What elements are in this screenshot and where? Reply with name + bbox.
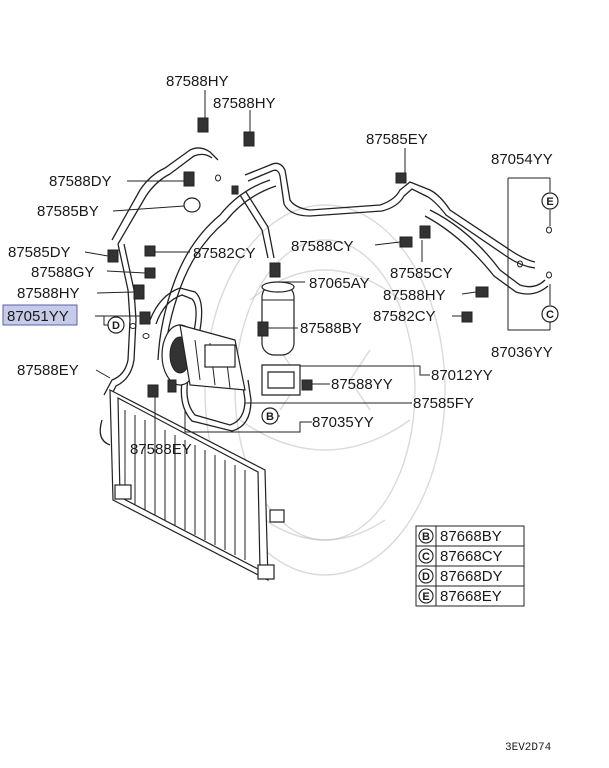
label-87585fy[interactable]: 87585FY <box>413 395 474 412</box>
legend-letter: C <box>422 551 430 563</box>
label-87588by[interactable]: 87588BY <box>300 320 362 337</box>
label-87588cy[interactable]: 87588CY <box>291 238 354 255</box>
label-87065ay[interactable]: 87065AY <box>309 275 370 292</box>
legend-part-number[interactable]: 87668DY <box>440 568 503 585</box>
legend-letter: B <box>422 531 430 543</box>
legend-part-number[interactable]: 87668BY <box>440 528 502 545</box>
compressor <box>161 324 246 391</box>
watermark-emblem <box>204 204 446 576</box>
label-87588ey-bottom[interactable]: 87588EY <box>130 441 192 458</box>
label-87588yy[interactable]: 87588YY <box>331 376 393 393</box>
label-87585ey[interactable]: 87585EY <box>366 131 428 148</box>
refrigerant-lines <box>103 147 549 432</box>
leader-lines <box>84 90 551 440</box>
label-87588hy-upper[interactable]: 87588HY <box>213 95 276 112</box>
legend-circle-marker <box>418 528 434 544</box>
receiver-drier <box>261 281 295 356</box>
legend-part-number[interactable]: 87668CY <box>440 548 503 565</box>
svg-text:B: B <box>266 411 274 423</box>
fittings <box>107 117 552 398</box>
circle-marker-d: D <box>107 316 125 334</box>
label-87588hy-left[interactable]: 87588HY <box>17 285 80 302</box>
circle-marker-c: C <box>541 305 559 323</box>
drier-bracket <box>261 364 301 396</box>
part-labels: 87588HY 87588HY 87585EY 87054YY 87588DY … <box>2 73 553 458</box>
label-87036yy[interactable]: 87036YY <box>491 344 553 361</box>
label-87585by[interactable]: 87585BY <box>37 203 99 220</box>
label-87585dy[interactable]: 87585DY <box>8 244 71 261</box>
svg-text:D: D <box>112 320 120 332</box>
label-87012yy[interactable]: 87012YY <box>431 367 493 384</box>
label-87054yy[interactable]: 87054YY <box>491 151 553 168</box>
legend-circle-marker <box>418 568 434 584</box>
circle-marker-e: E <box>541 192 559 210</box>
label-87588hy-right[interactable]: 87588HY <box>383 287 446 304</box>
label-87035yy[interactable]: 87035YY <box>312 414 374 431</box>
condenser <box>99 389 285 581</box>
label-87588gy[interactable]: 87588GY <box>31 264 94 281</box>
diagram-code: 3EV2D74 <box>505 742 552 754</box>
legend-letter: D <box>422 571 430 583</box>
circle-marker-b: B <box>261 407 279 425</box>
legend-circle-marker <box>418 548 434 564</box>
label-87582cy-upper[interactable]: 87582CY <box>193 245 256 262</box>
label-87051yy[interactable]: 87051YY <box>7 308 69 325</box>
legend-letter: E <box>422 591 429 603</box>
label-87588ey-left[interactable]: 87588EY <box>17 362 79 379</box>
svg-text:C: C <box>546 309 554 321</box>
svg-text:E: E <box>546 196 553 208</box>
label-87588hy-top[interactable]: 87588HY <box>166 73 229 90</box>
label-87585cy[interactable]: 87585CY <box>390 265 453 282</box>
legend-table: B 87668BY C 87668CY D 87668DY E 87668EY <box>415 525 525 607</box>
label-87582cy-lower[interactable]: 87582CY <box>373 308 436 325</box>
legend-part-number[interactable]: 87668EY <box>440 588 502 605</box>
highlighted-part-87051yy[interactable]: 87051YY <box>2 304 78 326</box>
label-87588dy[interactable]: 87588DY <box>49 173 112 190</box>
legend-circle-marker <box>418 588 434 604</box>
